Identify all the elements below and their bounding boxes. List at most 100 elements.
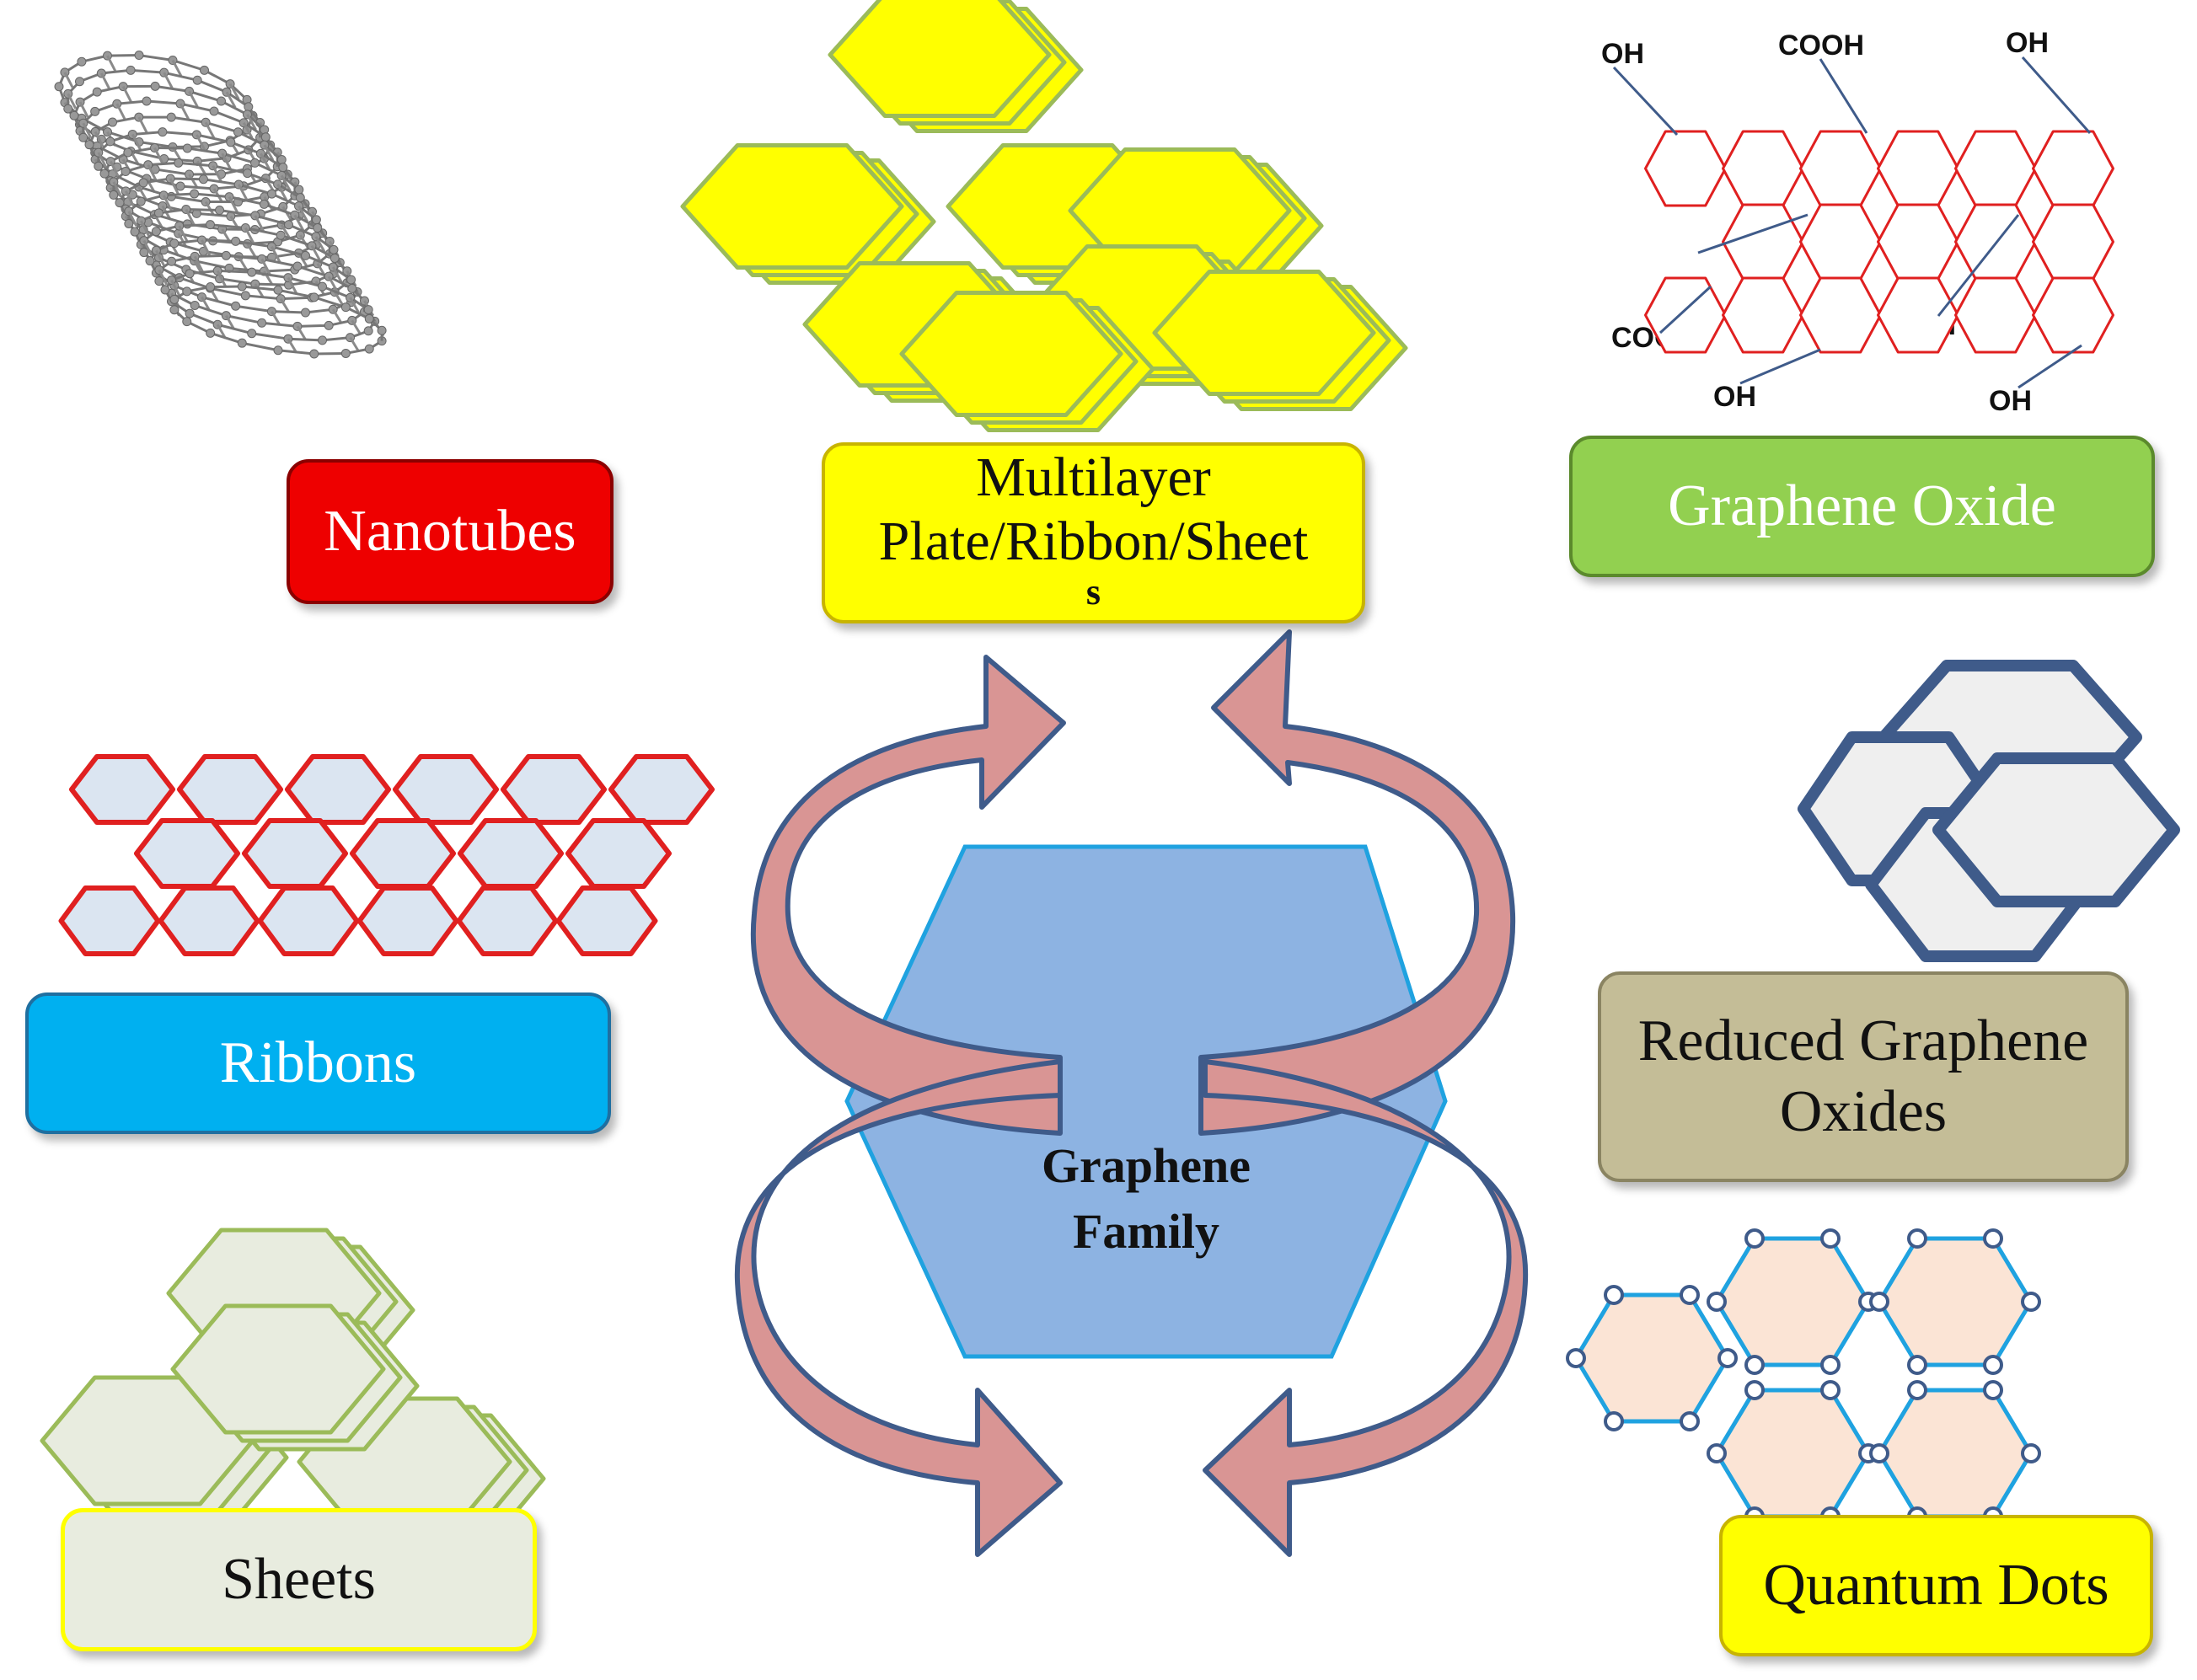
quantum-dot-atom	[1680, 1411, 1700, 1431]
nanotube-bond	[189, 269, 218, 276]
nanotube-bond	[327, 276, 339, 293]
nanotube-bond	[349, 336, 361, 353]
ribbon-hexagon	[555, 885, 658, 956]
quantum-dot-atom	[1707, 1292, 1727, 1312]
nanotube-atom	[130, 227, 140, 237]
nanotube-atom	[363, 326, 373, 336]
arrow-bottom-left	[734, 1059, 1063, 1557]
nanotube-bond	[162, 195, 173, 211]
nanotube-atom	[158, 127, 168, 137]
nanotube-bond	[147, 161, 179, 167]
nanotube-bond	[349, 297, 361, 314]
nanotube-atom	[217, 96, 226, 106]
center-title-line2: Family	[1073, 1204, 1219, 1260]
nanotube-bond	[212, 164, 248, 175]
oxide-hexagon	[2032, 203, 2114, 281]
nanotube-bond	[179, 223, 211, 227]
quantum-dot-atom	[2021, 1292, 2041, 1312]
nanotube-atom	[185, 308, 195, 318]
nanotube-bond	[263, 195, 275, 212]
nanotube-bond	[185, 208, 196, 226]
nanotube-bond	[230, 141, 261, 155]
nanotube-atom	[267, 189, 276, 199]
nanotube-atom	[115, 198, 125, 208]
nanotube-bond	[237, 184, 249, 201]
nanotube-bond	[313, 296, 346, 309]
nanotube-bond	[63, 72, 74, 88]
nanotube-bond	[171, 115, 206, 124]
nanotube-bond	[185, 207, 220, 212]
nanotube-atom	[377, 325, 387, 335]
nanotube-bond	[97, 152, 108, 169]
nanotube-bond	[226, 314, 262, 324]
multilayer-illustration	[680, 0, 1408, 432]
nanotube-atom	[112, 99, 122, 109]
nanotube-bond	[203, 178, 239, 186]
ribbons-label: Ribbons	[25, 992, 611, 1134]
nanotube-bond	[194, 304, 227, 318]
nanotube-atom	[124, 218, 134, 228]
nanotube-bond	[140, 220, 150, 237]
nanotube-atom	[182, 143, 192, 153]
nanotube-bond	[154, 84, 190, 93]
nanotube-bond	[263, 202, 296, 217]
quantum-dot-atom	[1604, 1285, 1624, 1305]
nanotube-atom	[206, 282, 216, 292]
nanotube-bond	[210, 286, 246, 297]
nanotube-bond	[163, 249, 196, 263]
center-hexagon	[844, 844, 1448, 1359]
quantum-dot-atom	[1820, 1228, 1841, 1249]
nanotube-bond	[287, 223, 317, 238]
oxide-group-bond	[1612, 66, 1679, 136]
nanotube-atom	[324, 320, 334, 330]
nanotube-atom	[69, 110, 79, 120]
nanotube-bond	[203, 69, 231, 85]
nanotube-atom	[138, 178, 148, 188]
nanotube-bond	[196, 134, 206, 152]
quantum-dot-atom	[1744, 1355, 1765, 1375]
nanotube-atom	[84, 140, 94, 150]
oxide-hexagon	[1722, 276, 1804, 354]
nanotube-atom	[329, 244, 339, 254]
quantum-dot-hexagon	[1714, 1388, 1871, 1519]
reduced-graphene-oxides-label: Reduced Graphene Oxides	[1598, 971, 2129, 1182]
nanotube-bond	[313, 351, 346, 356]
nanotube-atom	[340, 302, 351, 313]
nanotube-atom	[318, 335, 327, 345]
nanotube-bond	[131, 133, 142, 151]
center-title-line1: Graphene	[1041, 1138, 1251, 1193]
oxide-hexagon	[1877, 130, 1959, 207]
nanotube-atom	[364, 313, 374, 324]
quantum-dots-label-text: Quantum Dots	[1763, 1553, 2109, 1618]
nanotube-bond	[304, 254, 334, 269]
nanotube-bond	[178, 161, 213, 168]
nanotube-atom	[221, 250, 231, 260]
nanotube-bond	[132, 131, 163, 136]
nanotube-atom	[153, 208, 163, 218]
nanotube-bond	[194, 192, 230, 199]
nanotube-atom	[90, 106, 100, 116]
nanotube-bond	[277, 288, 315, 299]
chem-oh-5: OH	[1989, 385, 2032, 417]
nanotube-atom	[294, 185, 304, 195]
nanotube-bond	[210, 223, 246, 230]
nanotube-bond	[351, 319, 362, 336]
nanotube-bond	[260, 258, 271, 276]
nanotube-atom	[190, 300, 200, 310]
oxide-group-bond	[1658, 285, 1712, 334]
nanotube-atom	[273, 345, 283, 356]
nanotube-atom	[160, 285, 170, 295]
nanotube-bond	[171, 59, 183, 77]
oxide-hexagon	[1877, 203, 1959, 281]
nanotube-bond	[217, 269, 252, 274]
nanotube-bond	[216, 270, 227, 287]
nanotube-atom	[309, 292, 319, 302]
nanotube-bond	[245, 227, 281, 237]
nanotube-bond	[241, 341, 279, 352]
nanotube-atom	[243, 169, 253, 179]
oxide-hexagon	[2032, 130, 2114, 207]
nanotube-bond	[201, 296, 237, 308]
oxide-hexagon	[2032, 276, 2114, 354]
nanotube-bond	[78, 101, 89, 118]
